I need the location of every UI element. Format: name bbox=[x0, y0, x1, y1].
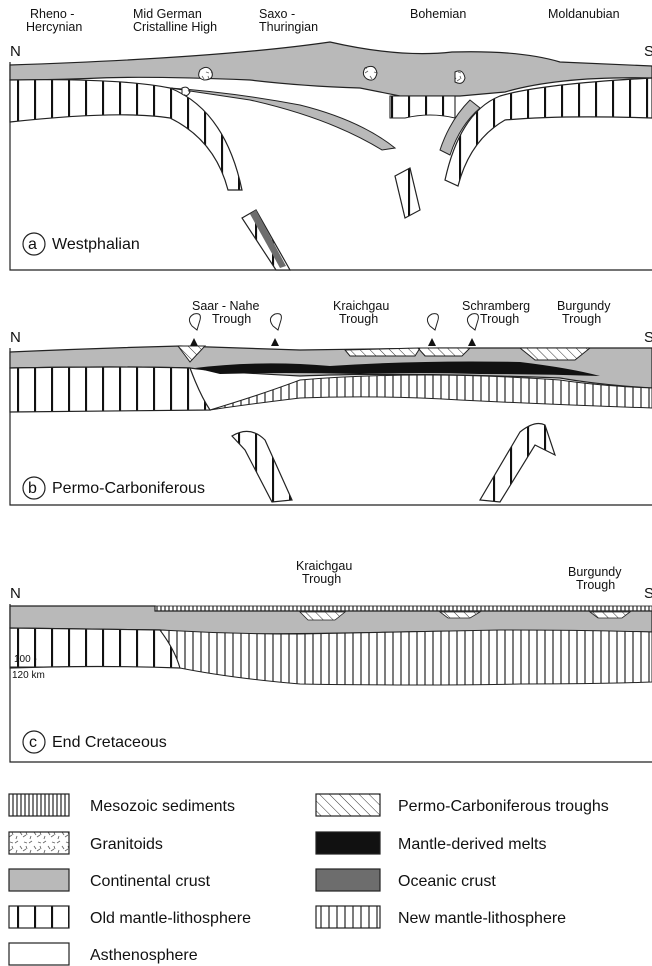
panel-c-depth-2: 120 km bbox=[12, 670, 45, 681]
trough-label-burgundy-c-1: Burgundy bbox=[568, 565, 622, 579]
legend-swatch-granitoids bbox=[9, 832, 69, 854]
panel-c-new-mantle bbox=[160, 630, 652, 685]
panel-a-detached-slab bbox=[395, 168, 420, 218]
trough-label-saar-2: Trough bbox=[212, 312, 251, 326]
panel-c-depth-1: 100 - bbox=[14, 654, 37, 665]
panel-c-title: End Cretaceous bbox=[52, 734, 167, 751]
legend: Mesozoic sediments Granitoids Continenta… bbox=[9, 794, 609, 965]
legend-swatch-troughs bbox=[316, 794, 380, 816]
trough-label-kraichgau-c-2: Trough bbox=[302, 572, 341, 586]
panel-c-mesozoic-sediments bbox=[155, 606, 652, 611]
legend-swatch-old-mantle bbox=[9, 906, 69, 928]
north-label-b: N bbox=[10, 329, 21, 346]
north-label-c: N bbox=[10, 585, 21, 602]
legend-swatch-mesozoic bbox=[9, 794, 69, 816]
panel-c-letter: c bbox=[29, 734, 37, 751]
panel-b-volcano-cones bbox=[190, 338, 476, 346]
legend-label-mesozoic: Mesozoic sediments bbox=[90, 798, 235, 815]
legend-label-asthenosphere: Asthenosphere bbox=[90, 947, 198, 964]
panel-a: Rheno - Hercynian Mid German Cristalline… bbox=[10, 7, 652, 270]
trough-label-burgundy-c-2: Trough bbox=[576, 578, 615, 592]
trough-label-schramberg-1: Schramberg bbox=[462, 299, 530, 313]
legend-label-melts: Mantle-derived melts bbox=[398, 836, 547, 853]
south-label-c: S bbox=[644, 585, 652, 602]
panel-b-slab-left bbox=[232, 431, 292, 502]
trough-label-kraichgau-2: Trough bbox=[339, 312, 378, 326]
region-label-bohemian: Bohemian bbox=[410, 7, 466, 21]
legend-label-oceanic: Oceanic crust bbox=[398, 873, 496, 890]
south-label-b: S bbox=[644, 329, 652, 346]
panel-b-slab-right bbox=[480, 424, 555, 502]
panel-a-title: Westphalian bbox=[52, 236, 140, 253]
legend-swatch-continental bbox=[9, 869, 69, 891]
legend-label-new-mantle: New mantle-lithosphere bbox=[398, 910, 566, 927]
panel-b-old-mantle-left bbox=[10, 367, 210, 412]
region-label-saxo-1: Saxo - bbox=[259, 7, 295, 21]
region-label-rheno-2: Hercynian bbox=[26, 20, 82, 34]
region-label-rheno-1: Rheno - bbox=[30, 7, 74, 21]
panel-a-letter: a bbox=[28, 236, 37, 253]
trough-label-saar-1: Saar - Nahe bbox=[192, 299, 259, 313]
legend-label-old-mantle: Old mantle-lithosphere bbox=[90, 910, 251, 927]
legend-label-troughs: Permo-Carboniferous troughs bbox=[398, 798, 609, 815]
legend-swatch-new-mantle bbox=[316, 906, 380, 928]
panel-b-title: Permo-Carboniferous bbox=[52, 480, 205, 497]
legend-swatch-melts bbox=[316, 832, 380, 854]
panel-b-letter: b bbox=[28, 480, 37, 497]
region-label-moldanubian: Moldanubian bbox=[548, 7, 620, 21]
region-label-saxo-2: Thuringian bbox=[259, 20, 318, 34]
legend-label-granitoids: Granitoids bbox=[90, 836, 163, 853]
south-label: S bbox=[644, 43, 652, 60]
north-label: N bbox=[10, 43, 21, 60]
trough-label-schramberg-2: Trough bbox=[480, 312, 519, 326]
trough-label-burgundy-1: Burgundy bbox=[557, 299, 611, 313]
trough-label-kraichgau-c-1: Kraichgau bbox=[296, 559, 352, 573]
legend-swatch-oceanic bbox=[316, 869, 380, 891]
panel-b: Saar - Nahe Trough Kraichgau Trough Schr… bbox=[10, 299, 652, 505]
legend-swatch-asthenosphere bbox=[9, 943, 69, 965]
legend-label-continental: Continental crust bbox=[90, 873, 211, 890]
panel-c: Kraichgau Trough Burgundy Trough N S 100… bbox=[10, 559, 652, 762]
trough-label-kraichgau-1: Kraichgau bbox=[333, 299, 389, 313]
region-label-midgerman-2: Cristalline High bbox=[133, 20, 217, 34]
trough-label-burgundy-2: Trough bbox=[562, 312, 601, 326]
panel-a-central-mantle bbox=[390, 96, 455, 118]
region-label-midgerman-1: Mid German bbox=[133, 7, 202, 21]
panel-a-old-mantle-left bbox=[10, 80, 242, 190]
